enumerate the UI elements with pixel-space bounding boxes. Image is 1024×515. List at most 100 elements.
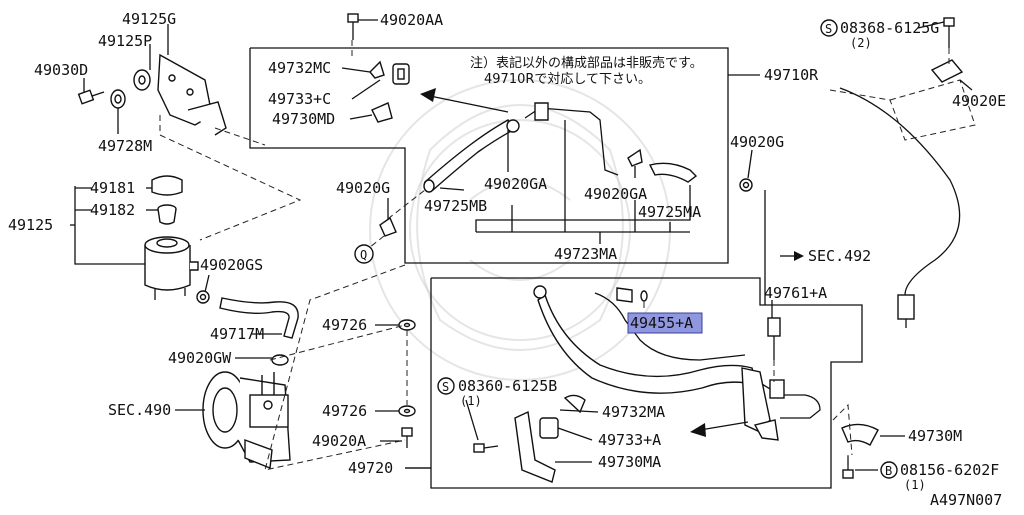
bolt-49020AA [347,13,359,40]
bracket-49732MA [563,394,586,414]
label-49725MA[interactable]: 49725MA [638,203,701,221]
label-49020GS[interactable]: 49020GS [200,256,263,274]
label-08156-6202F[interactable]: 08156-6202F [900,461,999,479]
label-49733A[interactable]: 49733+A [598,431,661,449]
label-49761A[interactable]: 49761+A [764,284,827,302]
clamp-49020GS [196,290,210,304]
document-code: A497N007 [930,491,1002,509]
leader-lines [70,19,973,471]
hose-49725MA [648,162,698,183]
note-line-2: 49710Rで対応して下さい。 [484,72,651,87]
power-steering-pump [202,371,291,469]
upper-assembly-frame [249,47,760,264]
part-labels: 49125G 49125P 49030D 49728M 49181 49182 … [8,10,1006,509]
label-49720[interactable]: 49720 [348,459,393,477]
label-49726-a[interactable]: 49726 [322,316,367,334]
label-08368-qty: (2) [850,36,872,50]
bolt-49020A [401,427,413,448]
collar-49728M [110,89,126,109]
reservoir-tank [144,236,199,300]
clamp-49020G-left [379,216,397,237]
label-49020G-left[interactable]: 49020G [336,179,390,197]
circle-symbol-q: Q [354,244,374,264]
label-49726-b[interactable]: 49726 [322,402,367,420]
label-49020GA-2[interactable]: 49020GA [584,185,647,203]
washer-49726-b [398,405,416,417]
label-49730MA[interactable]: 49730MA [598,453,661,471]
label-49710R[interactable]: 49710R [764,66,819,84]
sensor-49761A [767,317,781,360]
arrow-lower-icon [690,423,706,437]
label-08368-6125G[interactable]: 08368-6125G [840,19,939,37]
bracket-lower-right [741,367,779,441]
label-sec492[interactable]: SEC.492 [808,247,871,265]
clamp-49020GA-1 [506,119,520,133]
label-49717M[interactable]: 49717M [210,325,264,343]
reference-lines [159,40,976,471]
label-49181[interactable]: 49181 [90,179,135,197]
circle-symbol-b: B [880,461,898,479]
bracket-49732MC [369,60,385,79]
o-ring-49455A [640,290,648,302]
label-49723MA[interactable]: 49723MA [554,245,617,263]
clamp-49020GW [271,354,289,366]
label-49020A[interactable]: 49020A [312,432,366,450]
label-49020G-right[interactable]: 49020G [730,133,784,151]
label-08156-qty: (1) [904,478,926,492]
label-49455A[interactable]: 49455+A [630,314,693,332]
clamp-49020E [930,59,964,83]
clamp-49020GA-2 [627,148,643,167]
grommet-49125P [133,69,151,91]
clamp-49730MA [514,410,556,483]
label-08360-qty: (1) [460,394,482,408]
label-49725MB[interactable]: 49725MB [424,197,487,215]
watermark-emblem [369,79,671,381]
clamp-49020G-right [739,178,753,192]
label-08360-6125B[interactable]: 08360-6125B [458,377,557,395]
label-49732MC[interactable]: 49732MC [268,59,331,77]
arrow-upper-icon [420,88,436,102]
label-49730M[interactable]: 49730M [908,427,962,445]
label-49733C[interactable]: 49733+C [268,90,331,108]
label-49730MD[interactable]: 49730MD [272,110,335,128]
label-49030D[interactable]: 49030D [34,61,88,79]
pipe-49723MA [524,102,619,176]
steel-line-lower [751,377,821,419]
hose-49717M [219,297,299,339]
svg-text:S: S [442,380,449,394]
bolt-08360-6125B [473,443,499,453]
label-49020GA-1[interactable]: 49020GA [484,175,547,193]
circle-symbol-s-lower: S [437,377,455,395]
insulator-49733C [392,63,410,85]
pressure-line-to-sec492 [839,87,961,328]
label-49732MA[interactable]: 49732MA [602,403,665,421]
label-49125[interactable]: 49125 [8,216,53,234]
svg-text:S: S [825,22,832,36]
label-49125P[interactable]: 49125P [98,32,152,50]
insulator-49733A [539,417,559,439]
filter-49182 [157,204,177,225]
highlight-49455A [627,312,703,334]
bolt-08368-6125G [943,17,955,48]
label-49182[interactable]: 49182 [90,201,135,219]
direction-arrows [420,88,804,437]
bolt-49030D [77,89,105,105]
label-49020GW[interactable]: 49020GW [168,349,232,367]
clamp-49730M [841,423,879,446]
hose-49720 [533,285,757,394]
cap-49181 [151,175,183,196]
washer-49726-a [398,319,416,331]
circle-symbol-s-upper: S [820,19,838,37]
label-49728M[interactable]: 49728M [98,137,152,155]
label-49020E[interactable]: 49020E [952,92,1006,110]
note-line-1: 注）表記以外の構成部品は非販売です。 [470,55,703,71]
svg-text:B: B [885,464,892,478]
arrow-sec492-icon [794,251,804,261]
label-sec490[interactable]: SEC.490 [108,401,171,419]
clamp-49730MD [371,102,393,123]
label-49020AA[interactable]: 49020AA [380,11,443,29]
label-49125G[interactable]: 49125G [122,10,176,28]
reservoir-bracket [157,53,227,136]
